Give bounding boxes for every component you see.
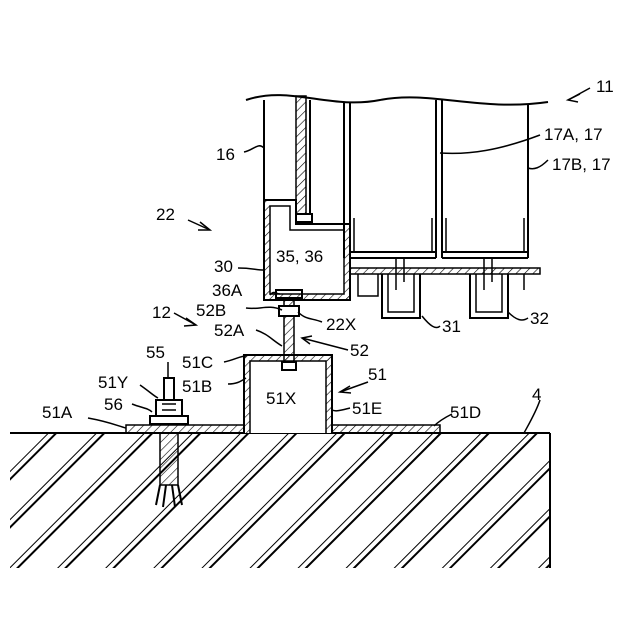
floor-slab <box>10 433 550 568</box>
label-51a: 51A <box>42 403 73 422</box>
label-22x: 22X <box>326 315 356 334</box>
label-17a: 17A, 17 <box>544 125 603 144</box>
label-52: 52 <box>350 341 369 360</box>
label-51x: 51X <box>266 389 296 408</box>
label-51e: 51E <box>352 399 382 418</box>
label-36a: 36A <box>212 281 243 300</box>
label-35-36: 35, 36 <box>276 247 323 266</box>
label-22: 22 <box>156 205 175 224</box>
label-4: 4 <box>532 385 541 404</box>
label-56: 56 <box>104 395 123 414</box>
label-51b: 51B <box>182 377 212 396</box>
label-32: 32 <box>530 309 549 328</box>
label-11: 11 <box>596 77 614 96</box>
label-51: 51 <box>368 365 387 384</box>
label-30: 30 <box>214 257 233 276</box>
label-51y: 51Y <box>98 373 128 392</box>
label-52a: 52A <box>214 321 245 340</box>
label-52b: 52B <box>196 301 226 320</box>
label-16: 16 <box>216 145 235 164</box>
label-51d: 51D <box>450 403 481 422</box>
upper-structure <box>246 95 548 258</box>
label-51c: 51C <box>182 353 213 372</box>
label-12: 12 <box>152 303 171 322</box>
label-31: 31 <box>442 317 461 336</box>
rails <box>350 258 540 318</box>
label-17b: 17B, 17 <box>552 155 611 174</box>
label-55: 55 <box>146 343 165 362</box>
